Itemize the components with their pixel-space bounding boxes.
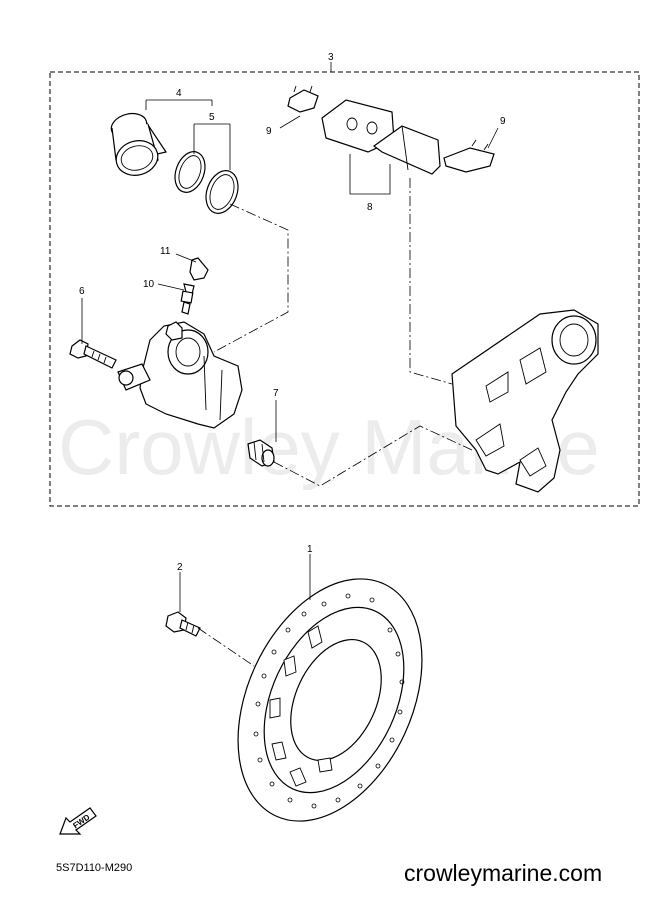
diagram-code: 5S7D110-M290 <box>56 862 132 874</box>
piston-seal[interactable] <box>170 147 211 196</box>
piston[interactable] <box>109 110 167 180</box>
brake-disc[interactable] <box>202 549 459 850</box>
callout-6: 6 <box>79 286 85 297</box>
callout-4: 4 <box>176 88 182 99</box>
disc-carrier-slots <box>269 625 333 787</box>
caliper-bolt[interactable] <box>69 339 117 369</box>
caliper-bracket[interactable] <box>451 309 599 493</box>
callout-5: 5 <box>209 112 215 123</box>
callout-7: 7 <box>273 388 279 399</box>
callout-9-right: 9 <box>500 116 506 127</box>
callout-11: 11 <box>160 246 171 257</box>
bleed-screw[interactable] <box>180 283 195 315</box>
disc-vent-holes <box>253 593 405 809</box>
assembly-boundary <box>49 71 640 507</box>
callouts: 3 4 5 9 9 8 11 10 6 7 2 1 <box>79 52 506 573</box>
website-label: crowleymarine.com <box>404 860 602 886</box>
brake-caliper[interactable] <box>117 321 243 429</box>
callout-9-left: 9 <box>266 126 272 137</box>
brake-pad-kit[interactable] <box>321 99 441 175</box>
leader-lines <box>81 62 499 667</box>
callout-10: 10 <box>143 279 155 290</box>
callout-2: 2 <box>177 562 183 573</box>
pad-spring-left[interactable] <box>287 85 319 113</box>
disc-bolt[interactable] <box>165 611 201 637</box>
callout-1: 1 <box>307 544 313 555</box>
callout-3: 3 <box>328 52 334 63</box>
pad-spring-right[interactable] <box>443 139 495 173</box>
bleed-screw-cap[interactable] <box>189 257 209 281</box>
dust-seal[interactable] <box>200 166 243 218</box>
fwd-arrow-icon: FWD <box>59 807 97 835</box>
callout-8: 8 <box>367 202 373 213</box>
